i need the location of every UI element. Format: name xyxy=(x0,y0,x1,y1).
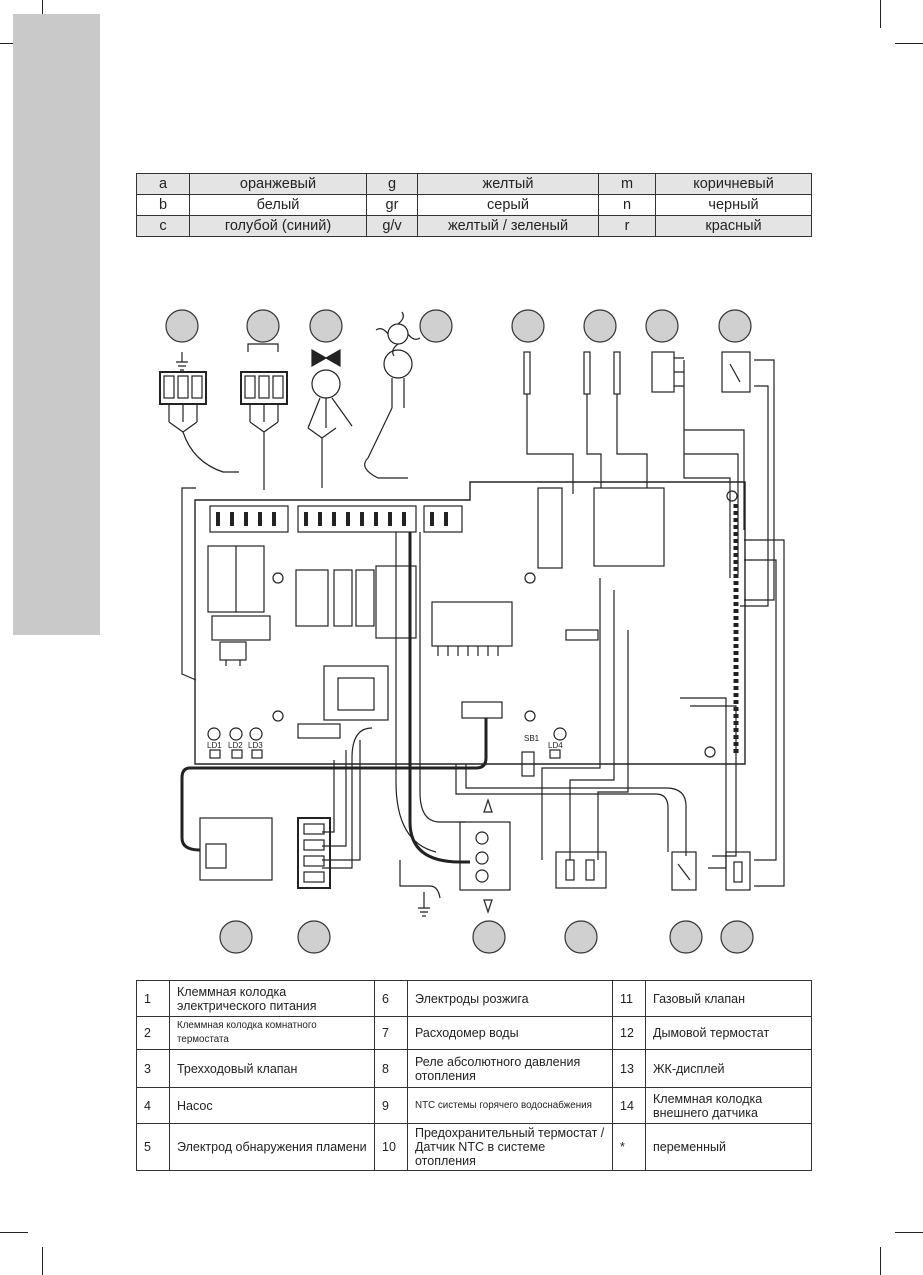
component-legend-table: 1 Клеммная колодка электрического питани… xyxy=(136,980,812,1171)
legend-number: 3 xyxy=(136,1049,170,1088)
callout-circle xyxy=(564,920,598,954)
legend-number: 9 xyxy=(374,1087,408,1124)
color-name: коричневый xyxy=(655,173,812,195)
legend-number: 5 xyxy=(136,1123,170,1171)
legend-number: 6 xyxy=(374,980,408,1017)
color-row: c голубой (синий) g/v желтый / зеленый r… xyxy=(136,215,812,237)
callout-circle xyxy=(246,309,280,343)
callout-circle xyxy=(583,309,617,343)
crop-mark xyxy=(42,1247,43,1275)
color-row: b белый gr серый n черный xyxy=(136,194,812,216)
color-name: черный xyxy=(655,194,812,216)
legend-row: 3 Трехходовый клапан 8 Реле абсолютного … xyxy=(136,1049,812,1088)
legend-number: 4 xyxy=(136,1087,170,1124)
legend-text: Предохранительный термостат / Датчик NTC… xyxy=(407,1123,613,1171)
crop-mark xyxy=(0,1232,28,1233)
crop-mark xyxy=(880,0,881,28)
pump xyxy=(375,311,421,408)
legend-number: 1 xyxy=(136,980,170,1017)
color-name: красный xyxy=(655,215,812,237)
legend-text: Клеммная колодка внешнего датчика xyxy=(645,1087,812,1124)
side-tab xyxy=(13,14,100,635)
led-label: LD2 xyxy=(228,741,243,750)
button-label: SB1 xyxy=(524,734,540,743)
legend-text: ЖК-дисплей xyxy=(645,1049,812,1088)
color-name: желтый / зеленый xyxy=(417,215,599,237)
legend-text: Насос xyxy=(169,1087,375,1124)
legend-text: Газовый клапан xyxy=(645,980,812,1017)
flue-thermostat xyxy=(555,851,607,889)
legend-number: 7 xyxy=(374,1016,408,1050)
callout-circle xyxy=(511,309,545,343)
color-name: голубой (синий) xyxy=(189,215,367,237)
power-terminal-block xyxy=(159,352,207,422)
legend-text: NTC системы горячего водоснабжения xyxy=(407,1087,613,1124)
legend-row: 2 Клеммная колодка комнатного термостата… xyxy=(136,1016,812,1050)
wire-color-table: a оранжевый g желтый m коричневый b белы… xyxy=(136,173,812,237)
control-board xyxy=(194,481,746,777)
led-label: LD3 xyxy=(248,741,263,750)
callout-circle xyxy=(718,309,752,343)
gas-valve xyxy=(418,798,511,917)
legend-text: Трехходовый клапан xyxy=(169,1049,375,1088)
legend-number: 8 xyxy=(374,1049,408,1088)
switch-component xyxy=(721,351,751,393)
callout-circle xyxy=(645,309,679,343)
legend-number: 2 xyxy=(136,1016,170,1050)
three-way-valve xyxy=(307,348,353,429)
pressure-relay xyxy=(651,351,684,393)
crop-mark xyxy=(880,1247,881,1275)
color-code: g/v xyxy=(366,215,418,237)
callout-circle xyxy=(297,920,331,954)
lcd-display xyxy=(199,817,273,881)
crop-mark xyxy=(895,1232,923,1233)
legend-row: 1 Клеммная колодка электрического питани… xyxy=(136,980,812,1017)
legend-number: 10 xyxy=(374,1123,408,1171)
legend-text: Клеммная колодка электрического питания xyxy=(169,980,375,1017)
legend-text: Электрод обнаружения пламени xyxy=(169,1123,375,1171)
crop-mark xyxy=(895,43,923,44)
callout-circle xyxy=(165,309,199,343)
legend-row: 5 Электрод обнаружения пламени 10 Предох… xyxy=(136,1123,812,1171)
legend-text: переменный xyxy=(645,1123,812,1171)
color-code: a xyxy=(136,173,190,195)
led-label: LD1 xyxy=(207,741,222,750)
callout-circle xyxy=(219,920,253,954)
legend-number: 12 xyxy=(612,1016,646,1050)
callout-circle xyxy=(309,309,343,343)
callout-circle xyxy=(419,309,453,343)
callout-circle xyxy=(472,920,506,954)
callout-circle xyxy=(720,920,754,954)
room-thermostat-terminal xyxy=(240,343,288,422)
safety-thermostat xyxy=(671,851,697,891)
color-code: r xyxy=(598,215,656,237)
legend-text: Электроды розжига xyxy=(407,980,613,1017)
led-label: LD4 xyxy=(548,741,563,750)
legend-number: * xyxy=(612,1123,646,1171)
electrodes xyxy=(523,351,621,395)
color-code: c xyxy=(136,215,190,237)
legend-text: Реле абсолютного давления отопления xyxy=(407,1049,613,1088)
legend-text: Расходомер воды xyxy=(407,1016,613,1050)
legend-row: 4 Насос 9 NTC системы горячего водоснабж… xyxy=(136,1087,812,1124)
legend-number: 14 xyxy=(612,1087,646,1124)
legend-number: 11 xyxy=(612,980,646,1017)
legend-text: Клеммная колодка комнатного термостата xyxy=(169,1016,375,1050)
external-sensor-terminal xyxy=(297,817,331,889)
ntc-sensor xyxy=(725,851,751,891)
callout-circle xyxy=(669,920,703,954)
legend-number: 13 xyxy=(612,1049,646,1088)
color-code: g xyxy=(366,173,418,195)
color-name: оранжевый xyxy=(189,173,367,195)
legend-text: Дымовой термостат xyxy=(645,1016,812,1050)
